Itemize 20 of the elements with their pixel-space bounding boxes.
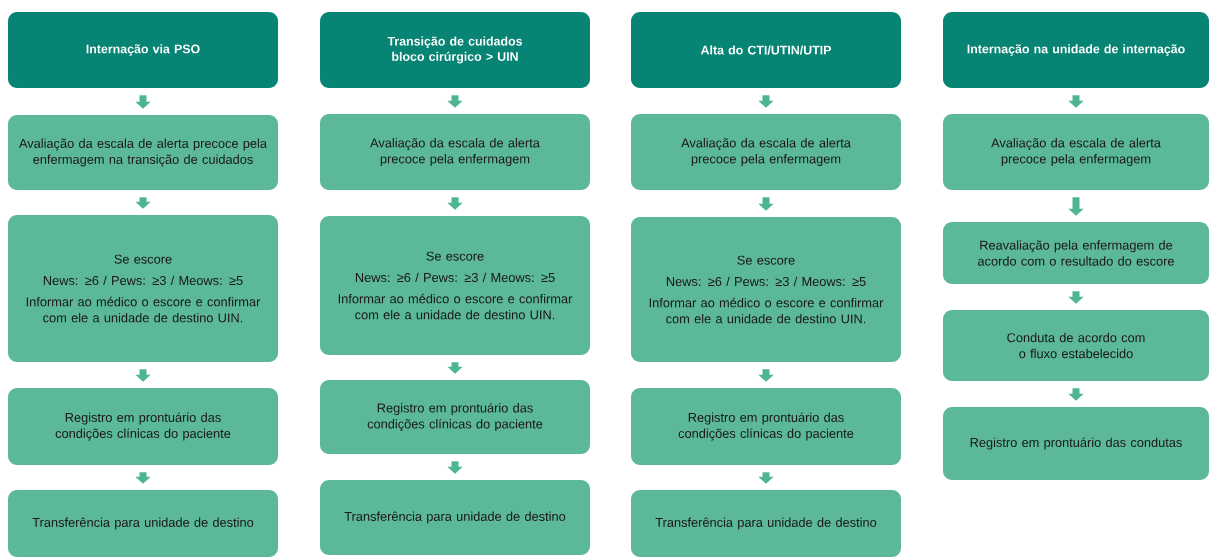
- process-box: Se escore News: ≥6 / Pews: ≥3 / Meows: ≥5 Informar ao médico o escore e confirmar com ele a unidade de destino UIN.: [320, 216, 590, 355]
- process-box: Avaliação da escala de alerta precoce pela enfermagem na transição de cuidados: [8, 115, 278, 190]
- process-box: Registro em prontuário das condições clínicas do paciente: [320, 380, 590, 454]
- process-box: Reavaliação pela enfermagem de acordo com o resultado do escore: [943, 222, 1209, 284]
- process-box: Registro em prontuário das condições clínicas do paciente: [631, 388, 901, 465]
- header-box: Transição de cuidados bloco cirúrgico > UIN: [320, 12, 590, 88]
- process-box: Avaliação da escala de alerta precoce pela enfermagem: [943, 114, 1209, 190]
- process-box: Registro em prontuário das condutas: [943, 407, 1209, 480]
- process-box: Se escore News: ≥6 / Pews: ≥3 / Meows: ≥5 Informar ao médico o escore e confirmar com ele a unidade de destino UIN.: [631, 217, 901, 362]
- process-box: Transferência para unidade de destino: [320, 480, 590, 555]
- process-box: Se escore News: ≥6 / Pews: ≥3 / Meows: ≥5 Informar ao médico o escore e confirmar com ele a unidade de destino UIN.: [8, 215, 278, 362]
- process-box: Transferência para unidade de destino: [8, 490, 278, 557]
- header-box: Alta do CTI/UTIN/UTIP: [631, 12, 901, 88]
- header-box: Internação na unidade de internação: [943, 12, 1209, 88]
- process-box: Conduta de acordo com o fluxo estabelecido: [943, 310, 1209, 381]
- process-box: Transferência para unidade de destino: [631, 490, 901, 557]
- process-box: Avaliação da escala de alerta precoce pela enfermagem: [320, 114, 590, 190]
- process-box: Registro em prontuário das condições clínicas do paciente: [8, 388, 278, 465]
- header-box: Internação via PSO: [8, 12, 278, 88]
- process-box: Avaliação da escala de alerta precoce pela enfermagem: [631, 114, 901, 190]
